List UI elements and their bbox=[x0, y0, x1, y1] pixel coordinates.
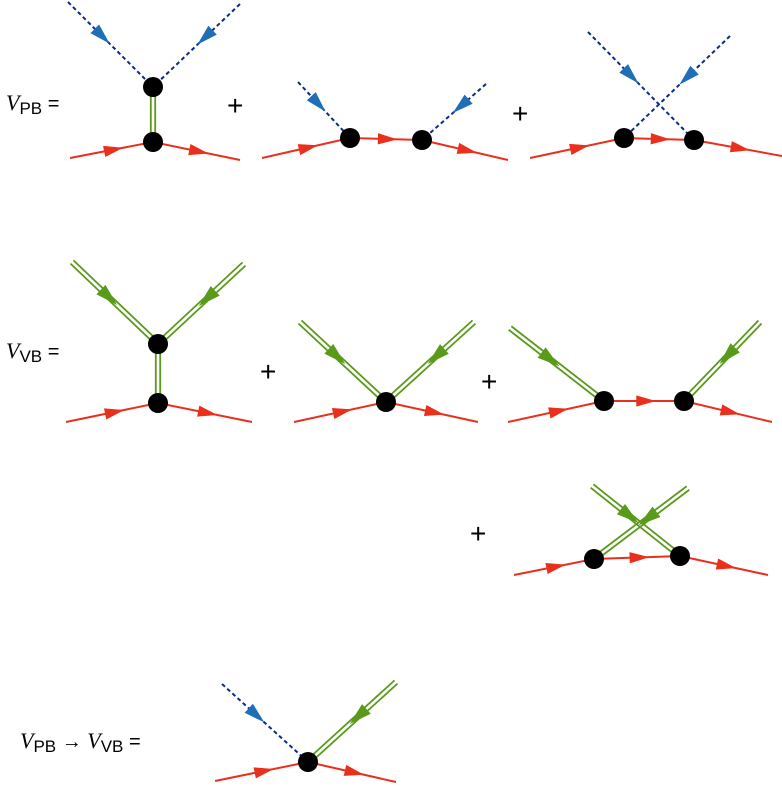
pseudoscalar-arrow bbox=[90, 24, 110, 44]
vector-arrow bbox=[198, 286, 220, 307]
vector-line bbox=[297, 322, 386, 405]
vector-line bbox=[592, 485, 688, 558]
pseudoscalar-line bbox=[67, 1, 154, 88]
pseudoscalar-arrow bbox=[679, 65, 699, 85]
vector-arrow bbox=[638, 506, 661, 526]
plus-sign: + bbox=[470, 518, 487, 549]
plus-sign: + bbox=[227, 90, 244, 121]
vector-line bbox=[308, 682, 399, 765]
matter-arrow bbox=[103, 408, 125, 420]
vector-line bbox=[592, 483, 682, 555]
matter-arrow bbox=[331, 407, 353, 420]
vector-line bbox=[155, 261, 244, 344]
vector-line bbox=[383, 319, 474, 402]
vertex-dot bbox=[614, 128, 634, 148]
plus-sign: + bbox=[512, 98, 529, 129]
plus-sign: + bbox=[260, 356, 277, 387]
vertex-dot bbox=[143, 77, 163, 97]
matter-arrow bbox=[423, 404, 445, 417]
vector-line bbox=[69, 262, 158, 347]
vertex-dot bbox=[298, 752, 318, 772]
pseudoscalar-line bbox=[623, 35, 731, 139]
vertex-dot bbox=[670, 546, 690, 566]
plus-sign: + bbox=[481, 366, 498, 397]
matter-arrow bbox=[629, 552, 650, 564]
vertex-dot bbox=[148, 393, 168, 413]
vertex-dot bbox=[376, 392, 396, 412]
pseudoscalar-arrow bbox=[452, 94, 473, 114]
matter-arrow bbox=[456, 142, 477, 154]
matter-arrow bbox=[103, 145, 124, 157]
vertex-dot bbox=[674, 391, 694, 411]
matter-arrow bbox=[545, 562, 566, 575]
vector-line bbox=[305, 679, 396, 762]
pseudoscalar-line bbox=[587, 31, 695, 141]
vector-line bbox=[594, 489, 690, 562]
vector-line bbox=[72, 259, 161, 344]
matter-arrow bbox=[636, 395, 656, 407]
pseudoscalar-arrow bbox=[306, 92, 326, 112]
vector-arrow bbox=[719, 343, 740, 365]
vertex-dot bbox=[148, 334, 168, 354]
matter-arrow bbox=[188, 143, 209, 156]
pseudoscalar-line bbox=[152, 3, 241, 88]
pseudoscalar-arrow bbox=[244, 703, 265, 723]
matter-arrow bbox=[729, 141, 751, 153]
vertex-dot bbox=[684, 130, 704, 150]
matter-arrow bbox=[650, 133, 671, 145]
vector-arrow bbox=[616, 503, 639, 524]
vertex-dot bbox=[143, 132, 163, 152]
matter-arrow bbox=[715, 558, 737, 570]
vertex-dot bbox=[412, 130, 432, 150]
vector-arrow bbox=[324, 344, 346, 365]
vpb-equation-label: VPB = bbox=[6, 90, 60, 118]
vector-arrow bbox=[349, 704, 371, 725]
matter-arrow bbox=[253, 767, 274, 779]
matter-arrow bbox=[197, 405, 218, 417]
vector-arrow bbox=[537, 347, 560, 367]
vector-arrow bbox=[427, 344, 449, 365]
vvb-equation-label: VVB = bbox=[6, 338, 60, 366]
matter-arrow bbox=[377, 133, 398, 145]
vector-line bbox=[510, 325, 606, 400]
vector-line bbox=[300, 319, 389, 402]
pseudoscalar-arrow bbox=[619, 64, 639, 84]
vertex-dot bbox=[584, 549, 604, 569]
pseudoscalar-line bbox=[221, 683, 309, 763]
vpb-to-vvb-equation-label: VPB → VVB = bbox=[20, 728, 141, 756]
matter-arrow bbox=[343, 764, 365, 776]
vertex-dot bbox=[594, 391, 614, 411]
vector-line bbox=[681, 319, 760, 401]
vector-line bbox=[684, 322, 763, 404]
matter-arrow bbox=[569, 143, 590, 155]
vector-line bbox=[386, 322, 477, 405]
vector-line bbox=[508, 329, 604, 404]
matter-arrow bbox=[548, 407, 569, 419]
pseudoscalar-arrow bbox=[197, 25, 217, 45]
vector-line bbox=[158, 264, 247, 347]
matter-arrow bbox=[297, 144, 319, 156]
matter-arrow bbox=[719, 404, 740, 416]
vector-line bbox=[590, 487, 680, 559]
vertex-dot bbox=[340, 128, 360, 148]
vector-arrow bbox=[96, 284, 118, 306]
